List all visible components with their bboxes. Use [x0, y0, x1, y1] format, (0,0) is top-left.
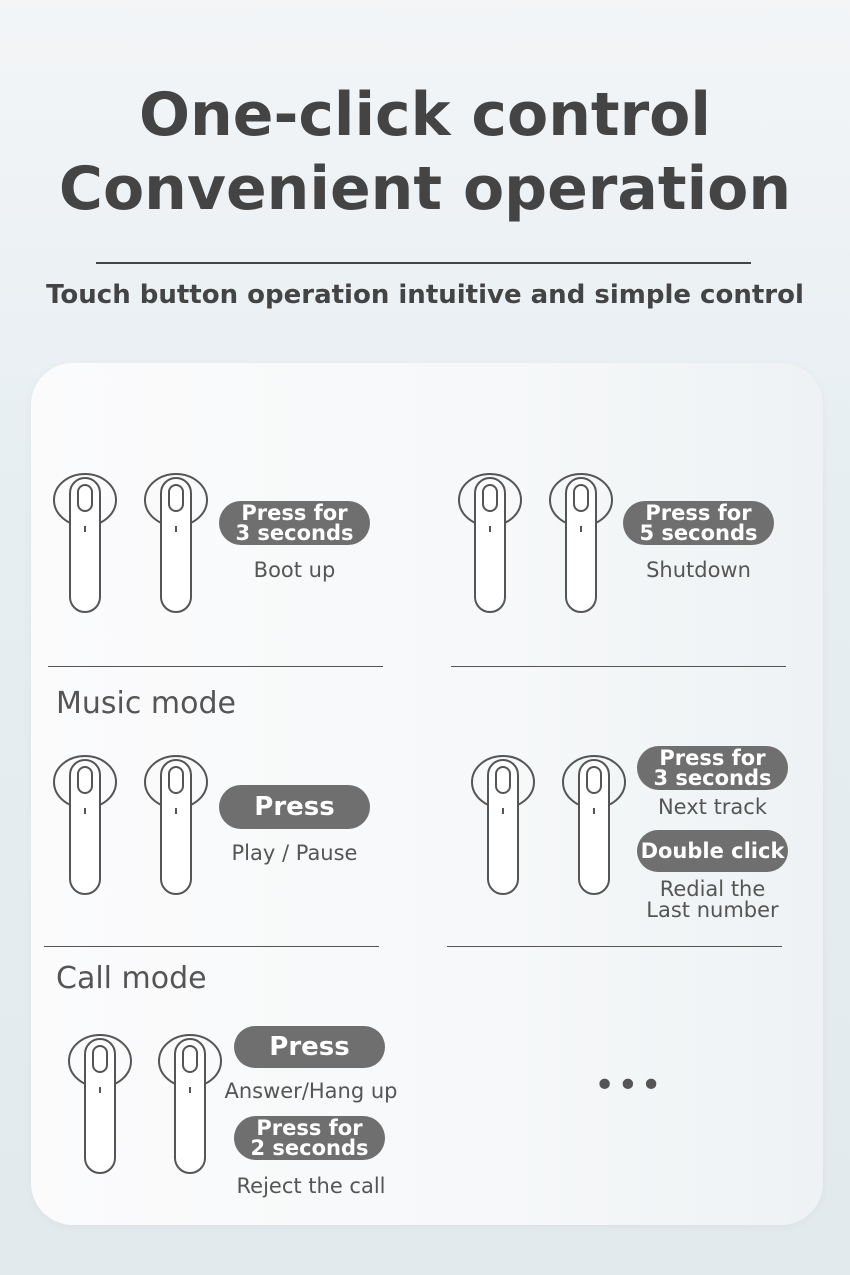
earbud-icon: [52, 754, 118, 900]
section-divider: [451, 666, 786, 667]
title-line-2: Convenient operation: [58, 154, 792, 224]
music-mode-label: Music mode: [56, 686, 236, 721]
earbud-icon: [67, 1033, 133, 1179]
title-line-1: One-click control: [139, 80, 711, 150]
earbud-icon: [143, 472, 209, 618]
play-pill: Press: [219, 785, 370, 829]
earbud-icon: [52, 472, 118, 618]
play-caption: Play / Pause: [231, 841, 358, 865]
reject-caption: Reject the call: [236, 1174, 386, 1198]
earbud-icon: [470, 754, 536, 900]
answer-pill: Press: [234, 1026, 385, 1068]
next-track-caption: Next track: [657, 795, 768, 819]
section-divider: [44, 946, 379, 947]
earbud-icon: [157, 1033, 223, 1179]
answer-caption: Answer/Hang up: [224, 1079, 398, 1103]
earbud-icon: [561, 754, 627, 900]
section-divider: [48, 666, 383, 667]
subtitle: Touch button operation intuitive and sim…: [46, 280, 804, 310]
ellipsis-icon: •••: [594, 1065, 664, 1106]
shutdown-caption: Shutdown: [646, 558, 751, 582]
earbud-icon: [457, 472, 523, 618]
header-divider: [96, 262, 751, 264]
redial-pill: Double click: [637, 830, 788, 872]
section-divider: [447, 946, 782, 947]
earbud-icon: [143, 754, 209, 900]
call-mode-label: Call mode: [56, 961, 207, 996]
boot-caption: Boot up: [253, 558, 336, 582]
earbud-icon: [548, 472, 614, 618]
